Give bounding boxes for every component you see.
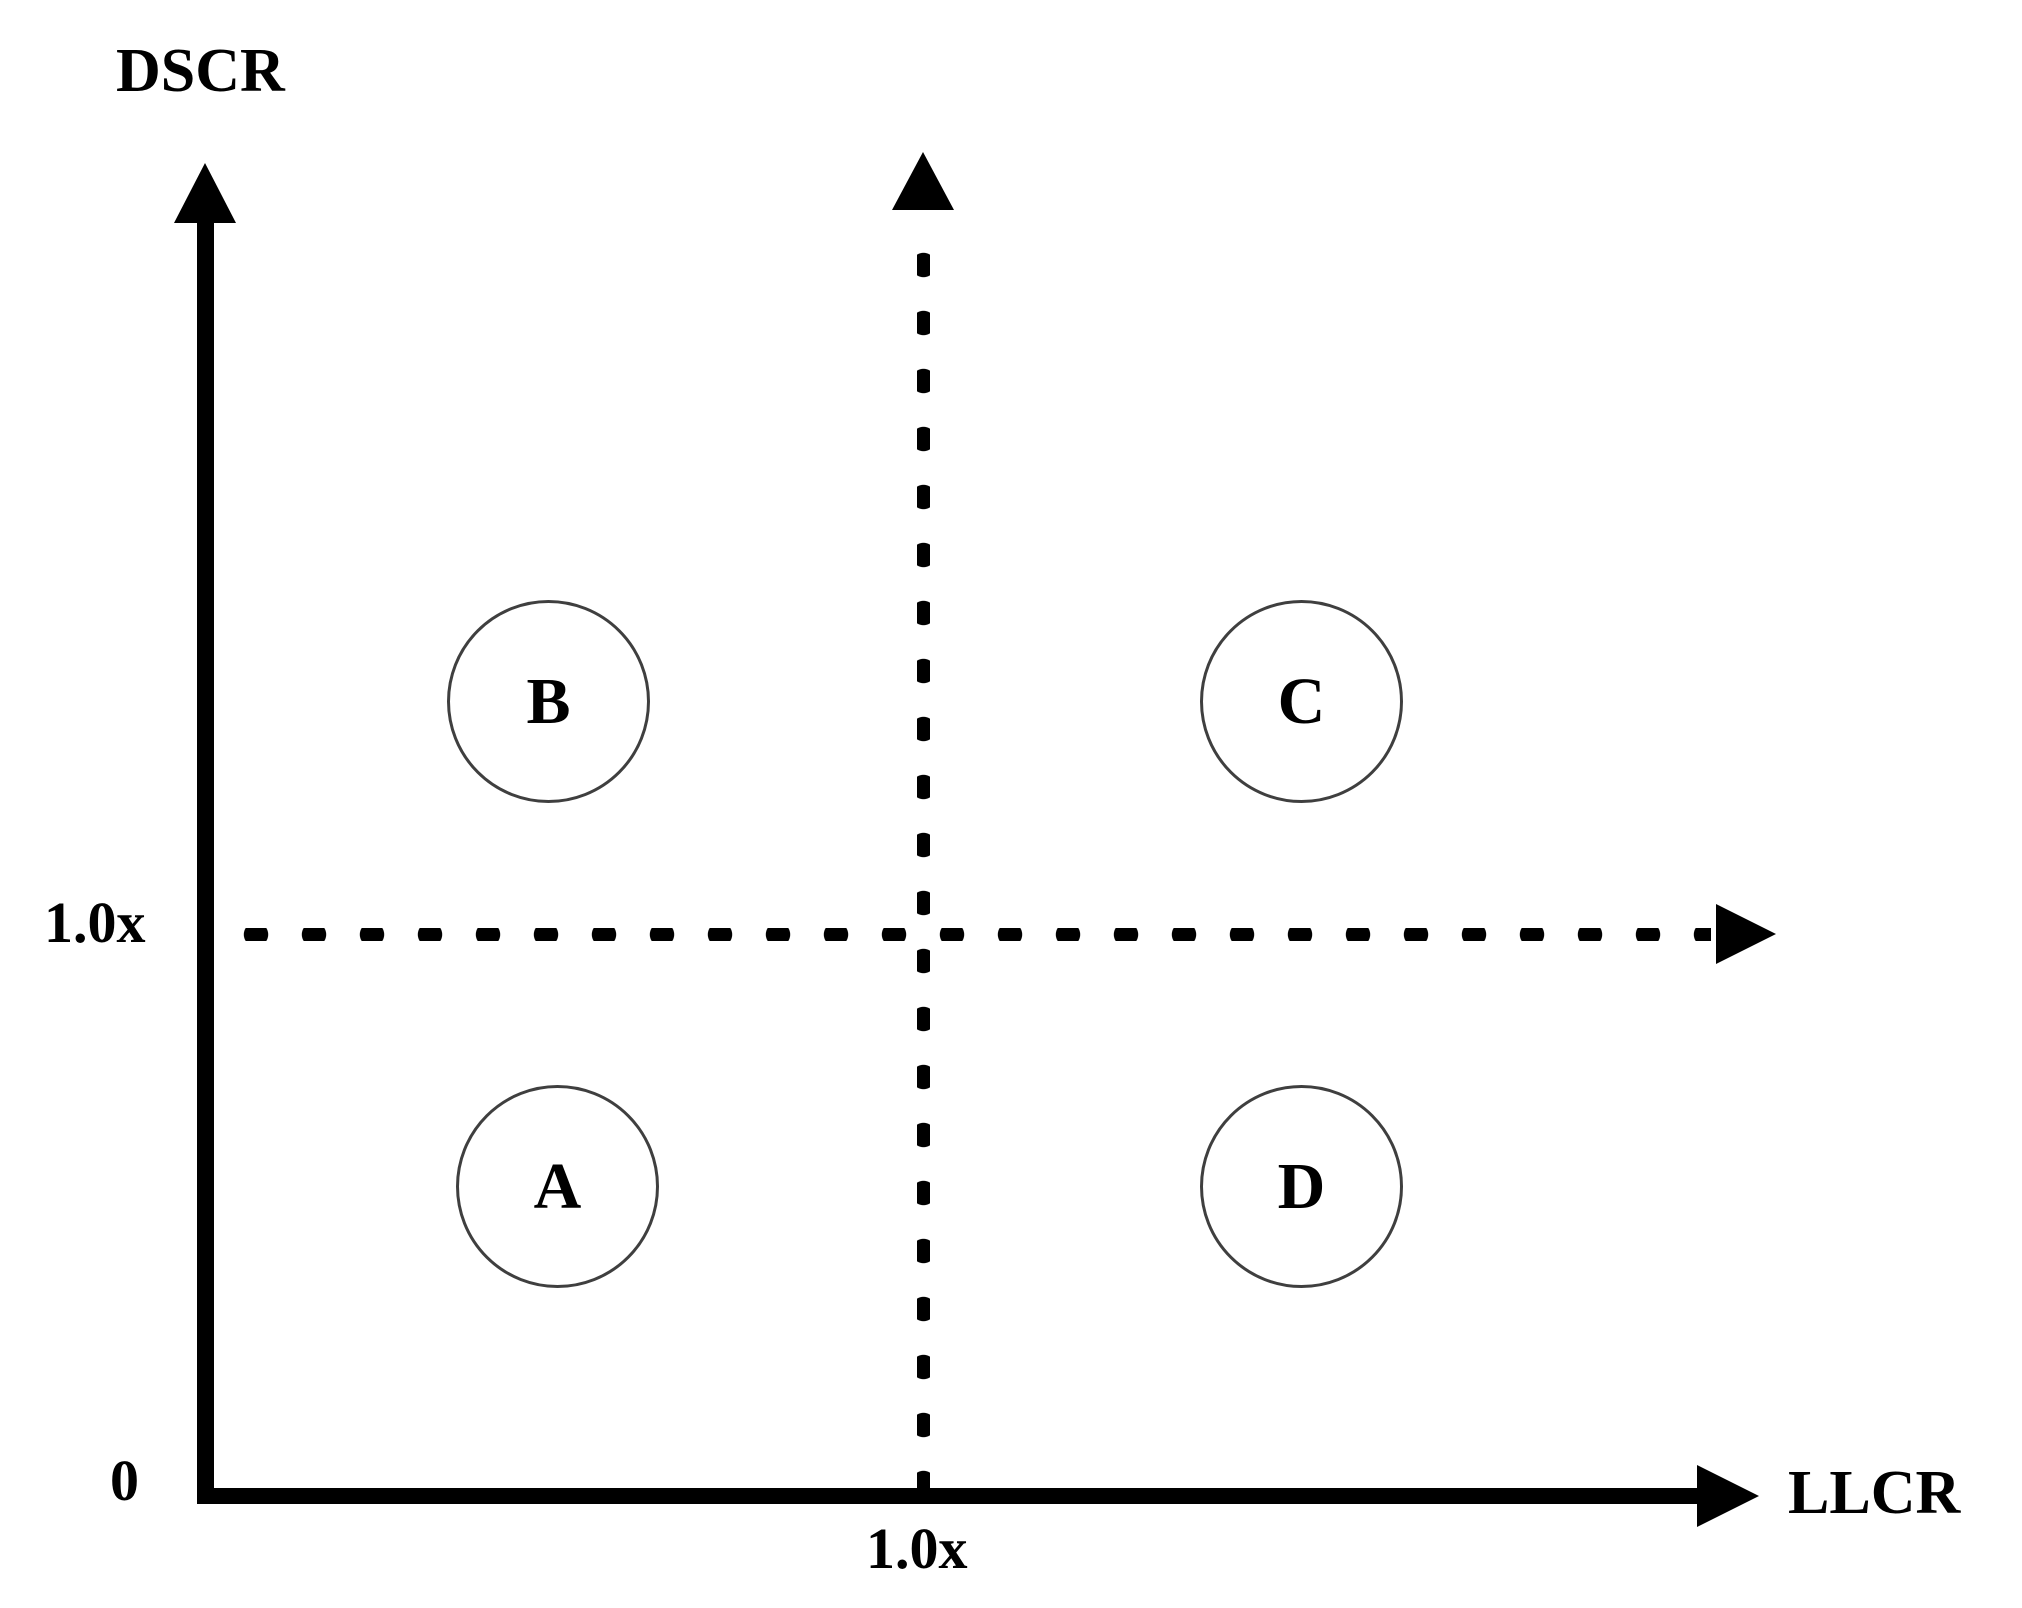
y-axis-title: DSCR	[116, 37, 285, 105]
x-axis-line	[197, 1488, 1707, 1504]
bubble-label-c: C	[1277, 664, 1326, 738]
x-axis-arrowhead-icon	[1697, 1465, 1759, 1527]
y-axis-arrowhead-icon	[174, 163, 236, 223]
bubble-label-d: D	[1277, 1149, 1326, 1223]
y-axis-threshold-label: 1.0x	[44, 890, 146, 955]
x-axis-title: LLCR	[1788, 1459, 1961, 1527]
vertical-threshold-arrowhead-icon	[892, 152, 954, 210]
horizontal-threshold-arrowhead-icon	[1716, 904, 1776, 964]
vertical-threshold-dotted-line	[917, 236, 930, 1490]
bubble-marker-b[interactable]: B	[447, 600, 650, 803]
x-axis-threshold-label: 1.0x	[866, 1516, 968, 1581]
y-axis-line	[197, 212, 214, 1502]
bubble-marker-a[interactable]: A	[456, 1085, 659, 1288]
bubble-marker-d[interactable]: D	[1200, 1085, 1403, 1288]
bubble-marker-c[interactable]: C	[1200, 600, 1403, 803]
origin-label: 0	[110, 1448, 139, 1513]
horizontal-threshold-dotted-line	[227, 928, 1711, 941]
bubble-label-a: A	[533, 1149, 582, 1223]
bubble-label-b: B	[526, 664, 571, 738]
